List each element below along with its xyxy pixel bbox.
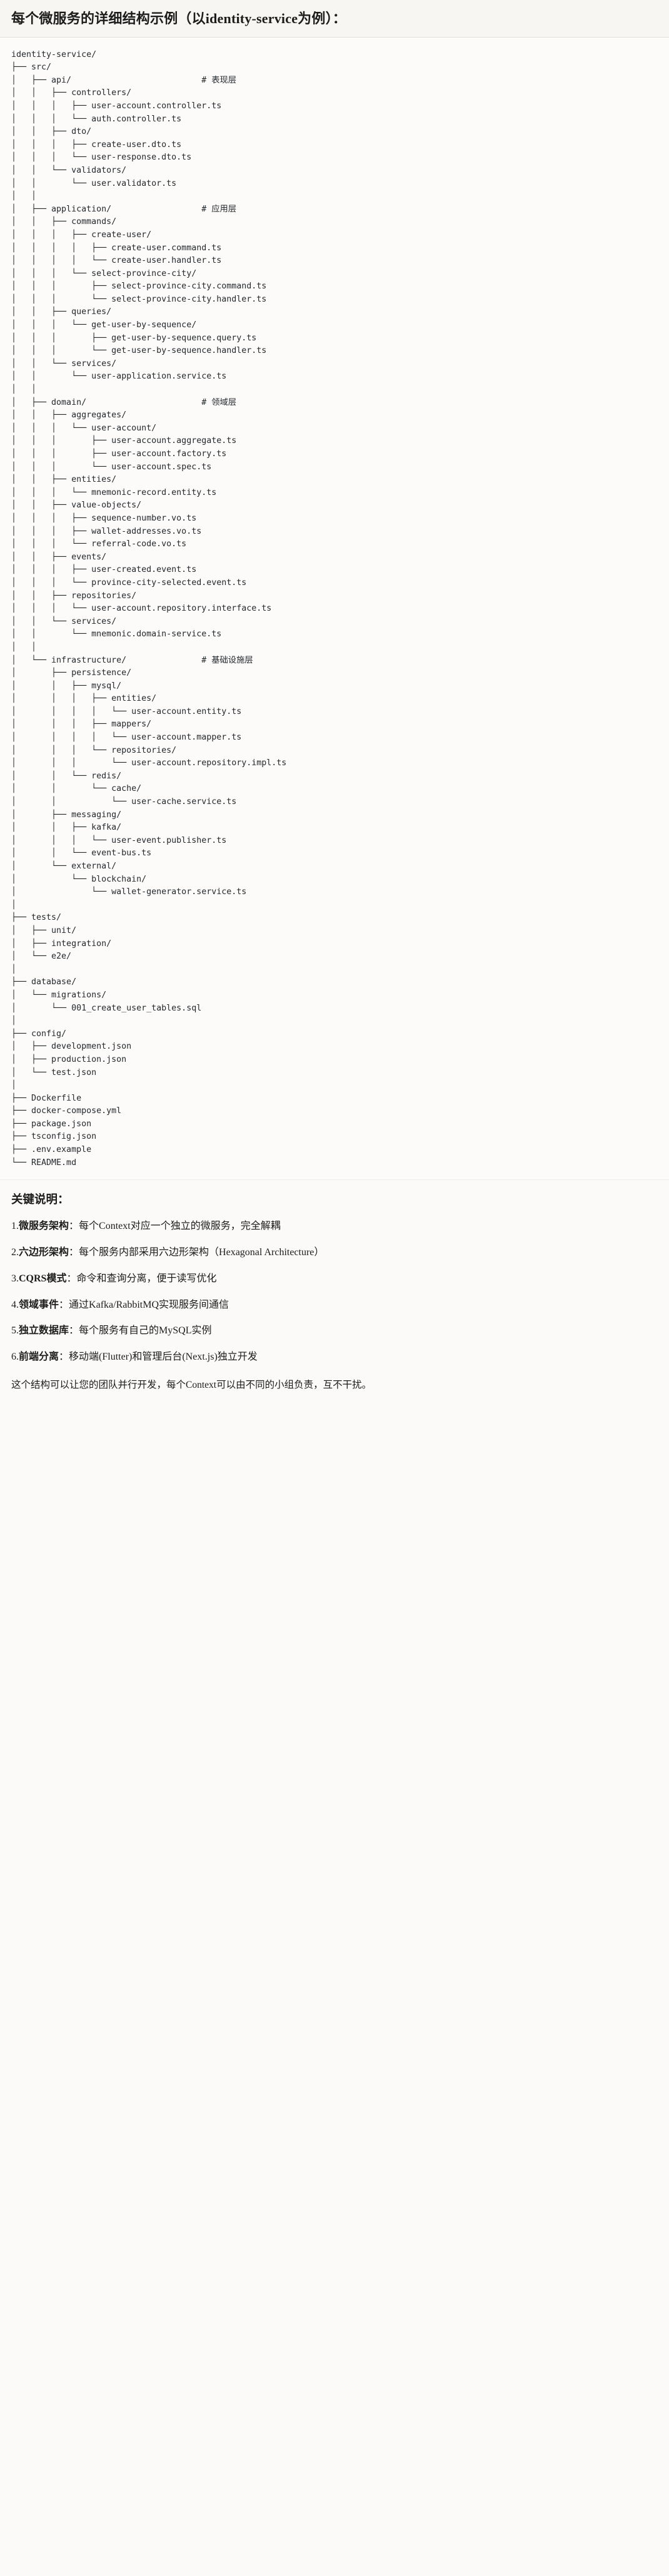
note-item: 5.独立数据库：每个服务有自己的MySQL实例 xyxy=(11,1323,658,1339)
note-term: 独立数据库 xyxy=(19,1325,69,1336)
note-number: 2. xyxy=(11,1247,19,1258)
key-notes-footnote: 这个结构可以让您的团队并行开发，每个Context可以由不同的小组负责，互不干扰… xyxy=(11,1380,372,1391)
note-term: 微服务架构 xyxy=(19,1221,69,1232)
note-description: 命令和查询分离，便于读写优化 xyxy=(76,1273,217,1284)
key-notes-heading: 关键说明： xyxy=(11,1194,69,1207)
note-item: 4.领域事件：通过Kafka/RabbitMQ实现服务间通信 xyxy=(11,1298,658,1313)
note-number: 1. xyxy=(11,1221,19,1232)
note-description: 移动端(Flutter)和管理后台(Next.js)独立开发 xyxy=(69,1352,258,1363)
directory-tree: identity-service/ ├── src/ │ ├── api/ # … xyxy=(11,49,287,1168)
note-term: 前端分离 xyxy=(19,1352,59,1363)
note-description: 每个服务内部采用六边形架构（Hexagonal Architecture） xyxy=(79,1247,324,1258)
note-item: 3.CQRS模式：命令和查询分离，便于读写优化 xyxy=(11,1271,658,1287)
note-term: 领域事件 xyxy=(19,1299,59,1310)
note-colon: ： xyxy=(69,1221,79,1232)
page-title: 每个微服务的详细结构示例（以identity-service为例）： xyxy=(11,11,346,26)
note-term: 六边形架构 xyxy=(19,1247,69,1258)
document-header: 每个微服务的详细结构示例（以identity-service为例）： xyxy=(0,0,669,38)
key-notes-section: 关键说明： 1.微服务架构：每个Context对应一个独立的微服务，完全解耦 2… xyxy=(0,1180,669,1410)
note-colon: ： xyxy=(59,1299,69,1310)
note-item: 6.前端分离：移动端(Flutter)和管理后台(Next.js)独立开发 xyxy=(11,1350,658,1365)
note-description: 每个Context对应一个独立的微服务，完全解耦 xyxy=(79,1221,281,1232)
note-number: 5. xyxy=(11,1325,19,1336)
note-description: 通过Kafka/RabbitMQ实现服务间通信 xyxy=(69,1299,229,1310)
note-colon: ： xyxy=(59,1352,69,1363)
note-number: 3. xyxy=(11,1273,19,1284)
note-description: 每个服务有自己的MySQL实例 xyxy=(79,1325,212,1336)
note-colon: ： xyxy=(69,1247,79,1258)
note-colon: ： xyxy=(66,1273,77,1284)
note-number: 4. xyxy=(11,1299,19,1310)
note-term: CQRS模式 xyxy=(19,1273,67,1284)
directory-tree-block: identity-service/ ├── src/ │ ├── api/ # … xyxy=(0,37,669,1181)
note-colon: ： xyxy=(69,1325,79,1336)
note-item: 1.微服务架构：每个Context对应一个独立的微服务，完全解耦 xyxy=(11,1219,658,1235)
note-number: 6. xyxy=(11,1352,19,1363)
note-item: 2.六边形架构：每个服务内部采用六边形架构（Hexagonal Architec… xyxy=(11,1245,658,1261)
